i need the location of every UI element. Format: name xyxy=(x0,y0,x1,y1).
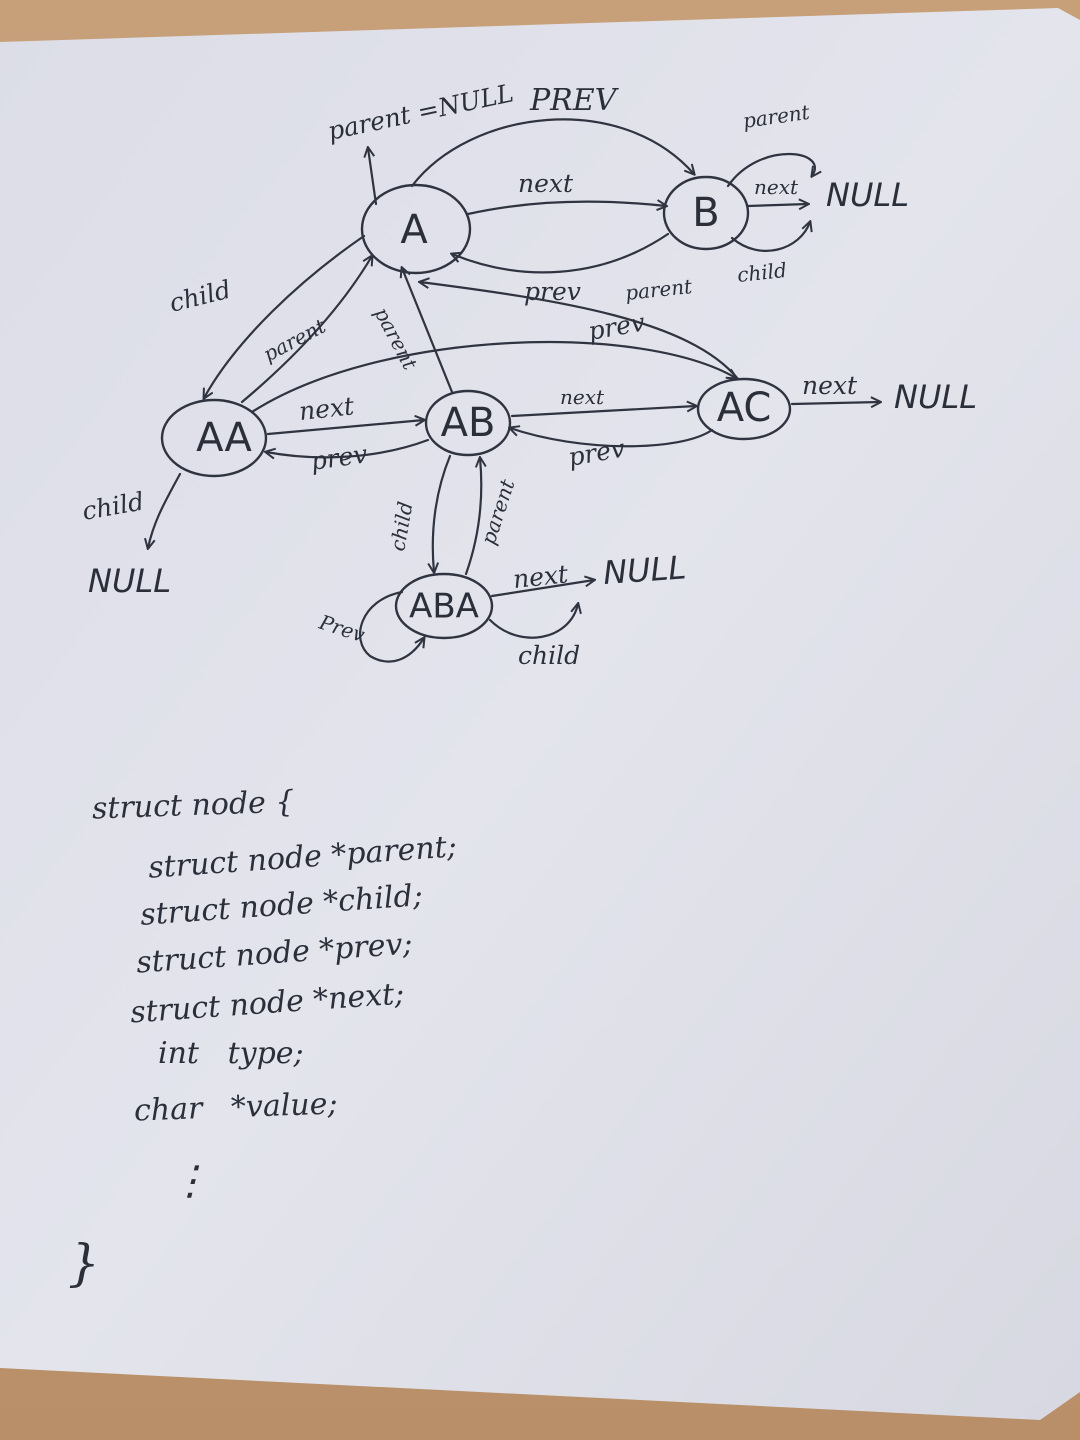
svg-text:parent =NULL: parent =NULL xyxy=(325,78,516,146)
code-struct-open: struct node { xyxy=(91,784,296,827)
svg-text:next: next xyxy=(298,391,357,426)
edge-ab-a-parent: parent xyxy=(370,268,454,394)
svg-text:child: child xyxy=(166,275,233,318)
edge-ac-next-null: next NULL xyxy=(790,371,977,416)
svg-text:prev: prev xyxy=(309,439,369,476)
svg-text:child: child xyxy=(736,258,788,287)
svg-text:next: next xyxy=(560,385,605,409)
edge-ab-ac-next: next xyxy=(510,385,696,418)
edge-a-b-next: next xyxy=(466,169,666,216)
edge-aba-ab-parent: parent xyxy=(464,458,520,576)
svg-text:PREV: PREV xyxy=(529,83,620,118)
edge-b-next-null: next NULL xyxy=(746,175,909,214)
svg-text:parent: parent xyxy=(741,100,812,133)
svg-text:next: next xyxy=(754,175,799,199)
svg-text:NULL: NULL xyxy=(88,562,171,600)
svg-text:NULL: NULL xyxy=(602,548,687,592)
code-ellipsis: ⋮ xyxy=(170,1158,210,1204)
svg-text:NULL: NULL xyxy=(826,176,909,214)
svg-text:next: next xyxy=(512,559,571,594)
svg-text:prev: prev xyxy=(566,433,627,471)
svg-text:AA: AA xyxy=(196,415,252,461)
svg-text:child: child xyxy=(518,641,580,670)
svg-text:next: next xyxy=(518,169,574,198)
svg-text:parent: parent xyxy=(476,475,520,547)
svg-text:parent: parent xyxy=(624,274,694,305)
node-aa: AA xyxy=(160,398,268,478)
svg-text:NULL: NULL xyxy=(894,378,977,416)
node-ab: AB xyxy=(424,389,512,457)
edge-aa-ab-next: next xyxy=(266,391,424,436)
svg-text:Prev: Prev xyxy=(316,610,369,648)
code-field-type: int type; xyxy=(158,1036,304,1071)
svg-text:B: B xyxy=(692,190,719,236)
svg-text:next: next xyxy=(802,371,858,400)
edge-a-b-prev-top: PREV xyxy=(410,83,694,188)
edge-aba-child: child xyxy=(488,604,580,670)
edge-aa-child-null: child NULL xyxy=(80,472,182,600)
svg-text:AC: AC xyxy=(717,385,772,431)
edge-ab-aa-prev: prev xyxy=(266,438,430,476)
edge-b-parent: parent xyxy=(726,100,815,188)
node-b: B xyxy=(662,175,750,251)
edge-b-child: child xyxy=(730,222,810,287)
svg-text:child: child xyxy=(80,487,146,526)
svg-text:ABA: ABA xyxy=(409,587,479,627)
svg-text:child: child xyxy=(385,500,417,553)
edge-aa-a-parent: parent xyxy=(240,256,372,404)
edge-ab-aba-child: child xyxy=(385,454,452,572)
svg-text:AB: AB xyxy=(441,400,496,446)
code-field-value: char *value; xyxy=(133,1086,339,1129)
node-aba: ABA xyxy=(394,572,494,640)
node-a: A xyxy=(360,183,472,275)
code-struct-close: } xyxy=(68,1234,100,1292)
svg-text:parent: parent xyxy=(259,313,330,366)
svg-text:parent: parent xyxy=(370,303,423,374)
svg-text:A: A xyxy=(400,207,428,253)
edge-aba-next-null: next NULL xyxy=(490,548,687,598)
svg-text:prev: prev xyxy=(586,307,647,345)
edge-ac-ab-prev: prev xyxy=(510,428,714,472)
